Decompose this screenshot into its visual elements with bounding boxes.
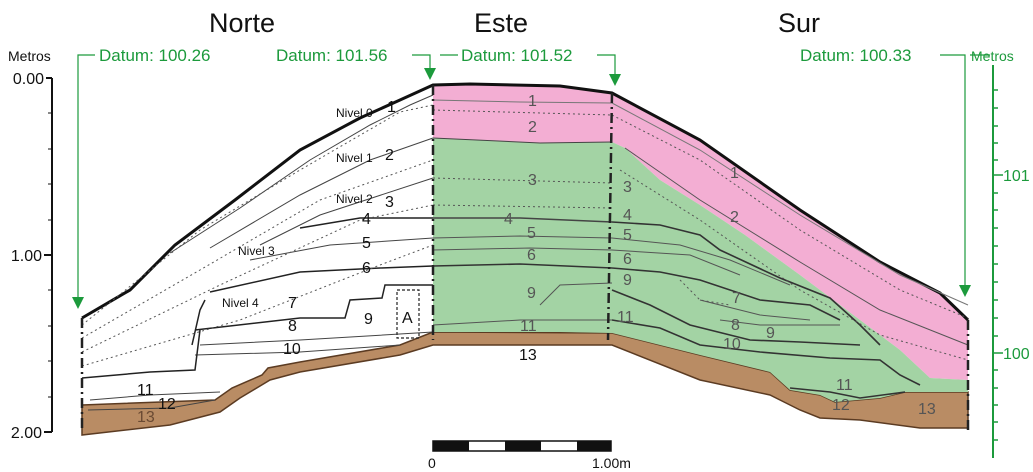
scale-bar-end: 1.00m — [592, 455, 631, 471]
south-layer: 2 — [730, 209, 739, 226]
east-layer: 13 — [519, 347, 537, 364]
left-tick-0: 0.00 — [13, 71, 44, 88]
north-layer: 9 — [364, 311, 373, 328]
north-layer: 10 — [283, 341, 301, 358]
south-layer: 9 — [623, 272, 632, 289]
feature-a-box — [396, 289, 420, 339]
datum-label-4: Datum: 100.33 — [800, 46, 912, 65]
south-dotted-lines — [611, 114, 969, 361]
right-axis-ticks — [993, 89, 1003, 441]
heading-south: Sur — [778, 8, 820, 38]
east-layer: 3 — [528, 172, 537, 189]
north-layer: 13 — [137, 409, 155, 426]
scale-bar-start: 0 — [428, 455, 436, 471]
left-tick-labels: 0.00 1.00 2.00 — [11, 71, 44, 442]
nivel-4: Nivel 4 — [222, 296, 259, 310]
south-layer: 11 — [836, 377, 853, 394]
north-dotted-lines — [81, 104, 434, 367]
south-layer: 5 — [623, 227, 632, 244]
axis-unit-labels: Metros Metros — [8, 48, 1014, 64]
east-pink-layers — [433, 84, 612, 143]
right-tick-100: 100 — [1003, 346, 1030, 363]
north-layer: 11 — [137, 382, 154, 399]
left-tick-1: 1.00 — [11, 248, 42, 265]
north-layer: A — [402, 310, 413, 327]
north-layer-lines — [81, 94, 434, 411]
east-layer-numbers: 1 2 3 4 5 6 9 11 13 — [504, 93, 537, 364]
left-tick-2: 2.00 — [11, 425, 42, 442]
right-axis-unit: Metros — [971, 48, 1014, 64]
heading-north: Norte — [209, 8, 275, 38]
south-layer: 8 — [731, 317, 740, 334]
north-layer: 5 — [362, 235, 371, 252]
nivel-3: Nivel 3 — [238, 244, 275, 258]
north-layer-numbers: 1 2 3 4 5 6 7 8 9 A 10 11 12 13 — [137, 99, 413, 426]
east-layer-lines — [432, 99, 613, 326]
south-layer: 6 — [623, 251, 632, 268]
south-pink-layers — [612, 93, 968, 380]
south-layer-numbers: 1 2 3 4 5 6 9 11 7 8 9 10 11 12 13 — [617, 165, 936, 418]
left-axis — [44, 77, 53, 433]
north-layer: 8 — [288, 318, 297, 335]
east-green-layers — [433, 138, 612, 333]
right-tick-labels: 101 100 — [1003, 168, 1030, 363]
nivel-0: Nivel 0 — [336, 106, 373, 120]
south-layer: 9 — [766, 325, 775, 342]
datum-leaders — [77, 54, 990, 297]
south-layer: 11 — [617, 309, 634, 326]
north-layer: 12 — [158, 396, 176, 413]
north-layer: 3 — [385, 194, 394, 211]
south-layer: 1 — [730, 165, 739, 182]
left-axis-unit: Metros — [8, 48, 51, 64]
section-headings: Norte Este Sur — [209, 8, 820, 38]
nivel-labels: Nivel 0 Nivel 1 Nivel 2 Nivel 3 Nivel 4 — [222, 106, 373, 310]
datum-labels: Datum: 100.26 Datum: 101.56 Datum: 101.5… — [99, 46, 912, 65]
right-tick-101: 101 — [1003, 168, 1030, 185]
east-layer: 2 — [528, 119, 537, 136]
north-layer: 2 — [385, 147, 394, 164]
ground-surface-line — [81, 82, 970, 322]
north-layer: 7 — [288, 295, 297, 312]
nivel-2: Nivel 2 — [336, 192, 373, 206]
datum-label-1: Datum: 100.26 — [99, 46, 211, 65]
south-layer: 7 — [732, 290, 741, 307]
east-layer: 1 — [528, 93, 537, 110]
datum-arrows — [72, 68, 971, 309]
east-layer: 4 — [504, 211, 513, 228]
south-layer: 13 — [918, 401, 936, 418]
south-layer: 10 — [723, 336, 741, 353]
north-layer: 6 — [362, 260, 371, 277]
south-layer: 4 — [623, 207, 632, 224]
east-layer: 9 — [527, 285, 536, 302]
south-layer: 3 — [623, 179, 632, 196]
datum-label-3: Datum: 101.52 — [461, 46, 573, 65]
north-layer: 1 — [387, 99, 396, 116]
east-layer: 5 — [527, 225, 536, 242]
heading-east: Este — [474, 8, 528, 38]
south-green-layers — [612, 142, 968, 402]
scale-bar-labels: 0 1.00m — [428, 455, 631, 471]
south-layer-lines — [611, 102, 969, 399]
scale-bar — [432, 440, 612, 452]
datum-label-2: Datum: 101.56 — [276, 46, 388, 65]
north-layer: 4 — [362, 211, 371, 228]
left-axis-minor-ticks — [48, 112, 52, 398]
nivel-1: Nivel 1 — [336, 151, 373, 165]
east-layer: 11 — [520, 318, 537, 335]
east-layer: 6 — [527, 247, 536, 264]
south-layer: 12 — [832, 397, 850, 414]
section-dividers — [80, 85, 970, 430]
